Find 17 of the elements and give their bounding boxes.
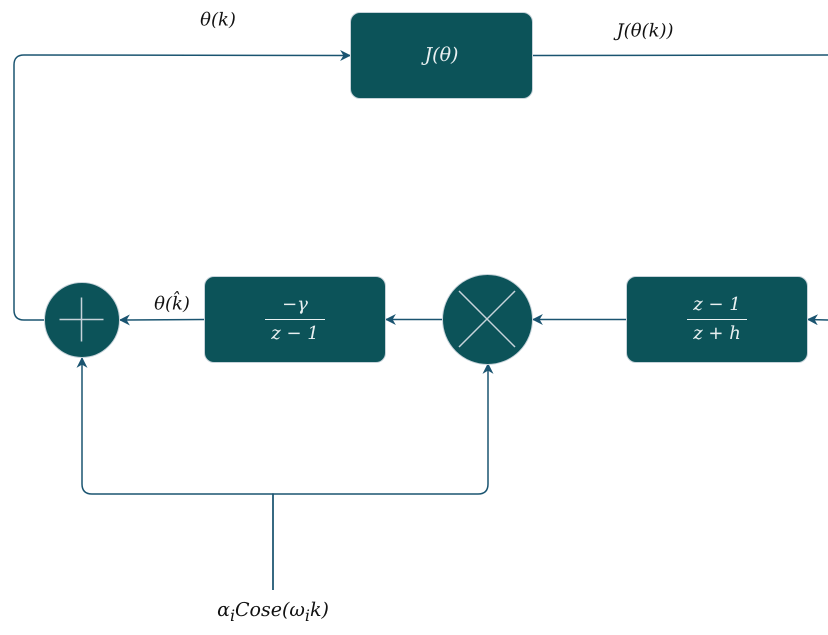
transfer-function-box: [204, 276, 386, 363]
transfer-function-box: [350, 12, 533, 99]
arrow: [384, 314, 442, 325]
arrow: [118, 314, 204, 326]
arrow: [272, 362, 494, 590]
numerator: z − 1: [693, 294, 741, 316]
denominator: z − 1: [271, 323, 319, 345]
transfer-function-box: [626, 276, 808, 363]
input-signal-label: α$_{i}$Cose(ω$_{i}$k): [217, 599, 329, 625]
edge-label: θ(k): [198, 10, 238, 30]
arrow: [532, 314, 626, 325]
numerator: −γ: [282, 294, 308, 316]
denominator: z + h: [693, 323, 741, 345]
edge-label: θ(k̂): [152, 294, 192, 314]
arrow: [13, 50, 352, 321]
arrow: [806, 314, 828, 326]
signal-line: [533, 54, 828, 56]
